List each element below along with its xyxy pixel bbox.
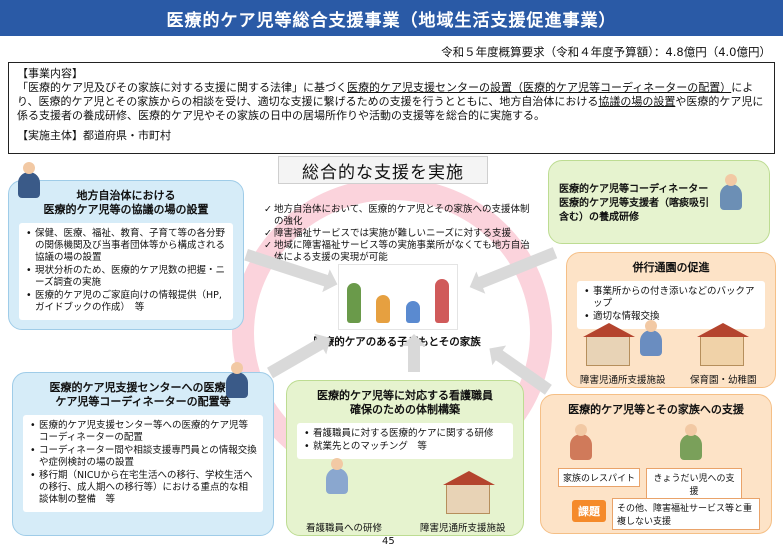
list-item: 移行期（NICUから在宅生活への移行、学校生活への移行、成人期への移行等）におけ… bbox=[29, 470, 257, 506]
overview-box: 【事業内容】 「医療的ケア児及びその家族に対する支援に関する法律」に基づく医療的… bbox=[8, 62, 775, 154]
family-label: 医療的ケアのある子どもとその家族 bbox=[313, 336, 481, 348]
list-item: 医療的ケア児支援センター等への医療的ケア児等コーディネーターの配置 bbox=[29, 420, 257, 444]
facility-caption: 障害児通所支援施設 bbox=[580, 375, 666, 386]
sibling-avatar bbox=[680, 424, 702, 460]
family-member-figure bbox=[405, 301, 420, 323]
list-item: 看護職員に対する医療的ケアに関する研修 bbox=[303, 428, 507, 440]
nursery-caption: 保育園・幼稚園 bbox=[690, 375, 757, 386]
family-member-figure bbox=[346, 283, 361, 323]
center-heading: 総合的な支援を実施 bbox=[278, 156, 488, 184]
overview-text-part: や医療的ケア児に係る支援者の養成研修、医療的ケア児やその家族の日中の居場所作りや… bbox=[17, 95, 764, 122]
training-title: 医療的ケア児等コーディネーター 医療的ケア児等支援者（喀痰吸引含む）の養成研修 bbox=[559, 184, 709, 223]
overview-underlined-text: 協議の場の設置 bbox=[598, 95, 676, 108]
center-point: 地域に障害福祉サービス等の実施事業所がなくても地方自治体による支援の実現が可能 bbox=[264, 240, 534, 264]
center-point: 地方自治体において、医療的ケア児とその家族への支援体制の強化 bbox=[264, 204, 534, 228]
family-support-title: 医療的ケア児等とその家族への支援 bbox=[568, 403, 744, 416]
center-point: 障害福祉サービスでは実施が難しいニーズに対する支援 bbox=[264, 228, 534, 240]
implementing-body: 【実施主体】都道府県・市町村 bbox=[17, 129, 171, 142]
coordinator-box: 医療的ケア児支援センターへの医療的 ケア児等コーディネーターの配置等 医療的ケア… bbox=[12, 372, 274, 536]
family-member-figure bbox=[376, 295, 391, 323]
list-item: コーディネーター間や相談支援専門員との情報交換や症例検討の場の設置 bbox=[29, 445, 257, 469]
trainer-avatar bbox=[720, 174, 742, 210]
nurse-box: 医療的ケア児等に対応する看護職員 確保のための体制構築 看護職員に対する医療的ケ… bbox=[286, 380, 524, 536]
coordinator-avatar bbox=[226, 362, 248, 398]
overview-text: 「医療的ケア児及びその家族に対する支援に関する法律」に基づく医療的ケア児支援セン… bbox=[17, 81, 766, 123]
coordinator-title: 医療的ケア児支援センターへの医療的 ケア児等コーディネーターの配置等 bbox=[49, 381, 237, 408]
facility-caption: 障害児通所支援施設 bbox=[420, 523, 506, 534]
council-title: 地方自治体における 医療的ケア児等の協議の場の設置 bbox=[43, 189, 209, 216]
nurse-avatar bbox=[326, 458, 348, 494]
list-item: 適切な情報交換 bbox=[583, 311, 759, 323]
coordinator-list-panel: 医療的ケア児支援センター等への医療的ケア児等コーディネーターの配置 コーディネー… bbox=[23, 415, 263, 512]
family-member-figure bbox=[435, 279, 450, 323]
facility-building-icon bbox=[583, 323, 635, 366]
parallel-commute-title: 併行通園の促進 bbox=[632, 261, 710, 274]
facility-building-icon bbox=[443, 471, 495, 514]
nursery-building-icon bbox=[697, 323, 749, 366]
list-item: 医療的ケア児のご家庭向けの情報提供（HP,ガイドブックの作成） 等 bbox=[25, 290, 227, 314]
budget-line: 令和５年度概算要求（令和４年度予算額）：4.8億円（4.0億円） bbox=[441, 45, 771, 59]
list-item: 現状分析のため、医療的ケア児数の把握・ニーズ調査の実施 bbox=[25, 265, 227, 289]
parallel-commute-list-panel: 事業所からの付き添いなどのバックアップ 適切な情報交換 bbox=[577, 281, 765, 329]
respite-tag: 家族のレスパイト bbox=[558, 468, 640, 487]
list-item: 就業先とのマッチング 等 bbox=[303, 441, 507, 453]
other-support-note: その他、障害福祉サービス等と重複しない支援 bbox=[612, 498, 760, 530]
center-points: 地方自治体において、医療的ケア児とその家族への支援体制の強化 障害福祉サービスで… bbox=[264, 204, 534, 264]
mother-avatar bbox=[570, 424, 592, 460]
staff-avatar bbox=[18, 162, 40, 198]
arrow-icon bbox=[408, 344, 420, 372]
overview-text-part: により、医療的ケア児とその家族からの相談を受け、適切な支援に繋げるための支援を行… bbox=[17, 81, 754, 108]
kadai-badge: 課題 bbox=[572, 500, 606, 522]
overview-underlined-text: 医療的ケア児支援センターの設置（医療的ケア児等コーディネーターの配置） bbox=[347, 81, 732, 94]
page-title: 医療的ケア児等総合支援事業（地域生活支援促進事業） bbox=[0, 0, 783, 36]
nurse-title: 医療的ケア児等に対応する看護職員 確保のための体制構築 bbox=[317, 389, 493, 416]
overview-text-part: 「医療的ケア児及びその家族に対する支援に関する法律」に基づく bbox=[17, 81, 347, 94]
sibling-support-tag: きょうだい児への支援 bbox=[646, 468, 742, 500]
overview-heading: 【事業内容】 bbox=[17, 67, 83, 80]
council-list-panel: 保健、医療、福祉、教育、子育て等の各分野の関係機関及び当事者団体等から構成される… bbox=[19, 223, 233, 320]
list-item: 保健、医療、福祉、教育、子育て等の各分野の関係機関及び当事者団体等から構成される… bbox=[25, 228, 227, 264]
family-illustration bbox=[338, 264, 458, 330]
child-avatar bbox=[640, 320, 662, 356]
nurse-training-caption: 看護職員への研修 bbox=[306, 523, 383, 534]
nurse-list-panel: 看護職員に対する医療的ケアに関する研修 就業先とのマッチング 等 bbox=[297, 423, 513, 459]
list-item: 事業所からの付き添いなどのバックアップ bbox=[583, 286, 759, 310]
council-box: 地方自治体における 医療的ケア児等の協議の場の設置 保健、医療、福祉、教育、子育… bbox=[8, 180, 244, 330]
page-number: 45 bbox=[382, 536, 395, 547]
parallel-commute-box: 併行通園の促進 事業所からの付き添いなどのバックアップ 適切な情報交換 bbox=[566, 252, 776, 388]
